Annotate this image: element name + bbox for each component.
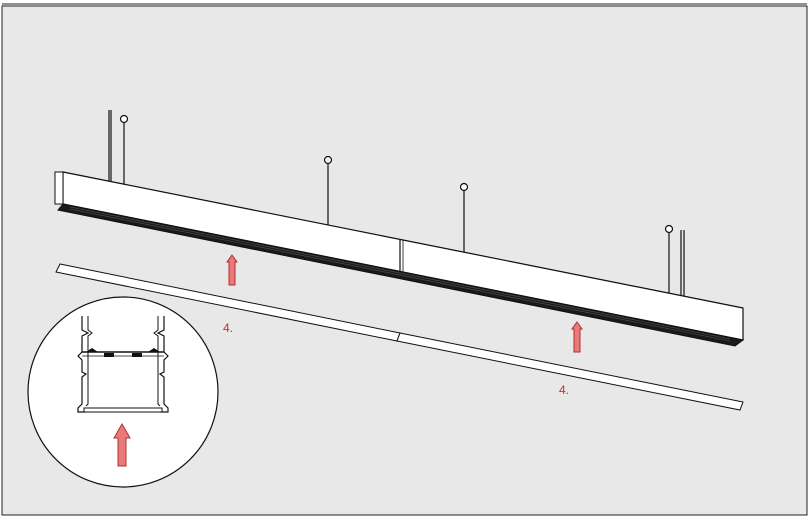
step-label-right: 4. [559,383,570,397]
suspension-cables [108,110,685,298]
cable-grippers [119,114,674,234]
insert-arrow-left [226,254,238,286]
step-label-left: 4. [223,321,234,335]
cross-section-detail [27,296,219,488]
insert-arrow-detail [113,422,131,467]
diffuser-strip-right [396,332,744,411]
insert-arrow-right [571,321,583,353]
linear-luminaire [54,171,745,347]
